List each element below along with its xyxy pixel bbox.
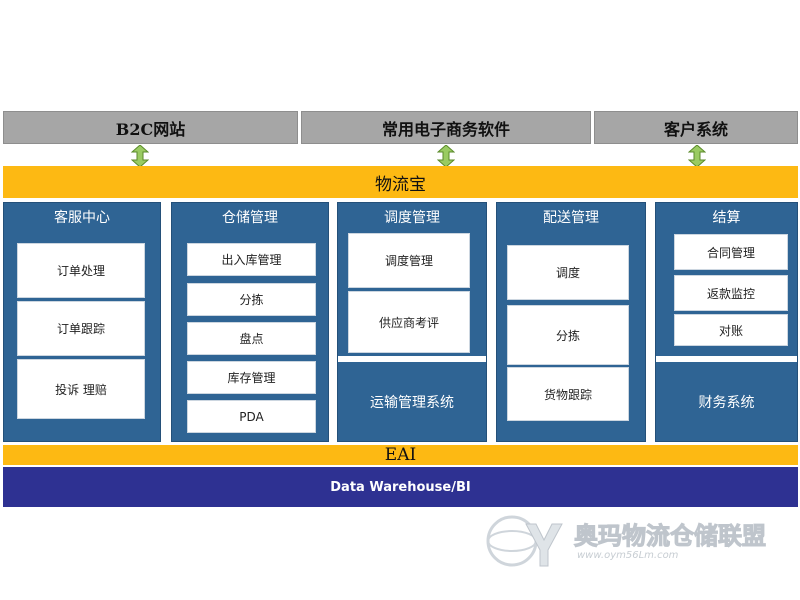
module-item: 订单处理: [17, 243, 145, 298]
module-item: 分拣: [187, 283, 316, 316]
module-title: 客服中心: [54, 210, 110, 226]
divider: [656, 356, 797, 362]
module-warehouse: 仓储管理 出入库管理 分拣 盘点 库存管理 PDA: [171, 202, 329, 442]
module-item: 订单跟踪: [17, 301, 145, 356]
module-item: 调度: [507, 245, 629, 300]
hub-bar: 物流宝: [3, 166, 798, 198]
module-settlement: 结算 合同管理 返款监控 对账 财务系统: [655, 202, 798, 442]
hub-label: 物流宝: [375, 174, 426, 195]
subsystem-transport: 运输管理系统: [370, 394, 454, 411]
module-customer-service: 客服中心 订单处理 订单跟踪 投诉 理赔: [3, 202, 161, 442]
data-warehouse-bar: Data Warehouse/BI: [3, 467, 798, 507]
system-label: B2C网站: [115, 119, 186, 139]
system-label: 常用电子商务软件: [381, 119, 510, 139]
module-item: 合同管理: [674, 234, 788, 270]
module-item: 调度管理: [348, 233, 470, 288]
double-arrow-icon: [437, 145, 455, 167]
module-item: 出入库管理: [187, 243, 316, 276]
module-item: 投诉 理赔: [17, 359, 145, 419]
module-title: 仓储管理: [222, 210, 278, 226]
data-warehouse-label: Data Warehouse/BI: [330, 479, 471, 495]
watermark-url: www.oym56Lm.com: [577, 550, 679, 561]
system-b2c-website: B2C网站: [3, 111, 298, 144]
module-item: 供应商考评: [348, 291, 470, 353]
system-customer: 客户系统: [594, 111, 798, 144]
module-dispatch: 调度管理 调度管理 供应商考评 运输管理系统: [337, 202, 487, 442]
module-item: 库存管理: [187, 361, 316, 394]
system-ecommerce-software: 常用电子商务软件: [301, 111, 591, 144]
module-item: 对账: [674, 314, 788, 346]
module-item: PDA: [187, 400, 316, 433]
module-item: 分拣: [507, 305, 629, 365]
watermark-name: 奥玛物流仓储联盟: [574, 522, 767, 551]
divider: [338, 356, 486, 362]
module-title: 调度管理: [384, 210, 440, 226]
module-item: 盘点: [187, 322, 316, 355]
module-delivery: 配送管理 调度 分拣 货物跟踪: [496, 202, 646, 442]
globe-logo-icon: [486, 515, 563, 567]
eai-bar: EAI: [3, 445, 798, 465]
module-title: 结算: [712, 210, 741, 226]
subsystem-finance: 财务系统: [698, 394, 755, 411]
double-arrow-icon: [131, 145, 149, 167]
module-item: 返款监控: [674, 275, 788, 311]
watermark-logo: 奥玛物流仓储联盟 www.oym56Lm.com: [482, 506, 800, 576]
module-title: 配送管理: [543, 210, 599, 226]
module-item: 货物跟踪: [507, 367, 629, 421]
double-arrow-icon: [688, 145, 706, 167]
system-label: 客户系统: [663, 119, 728, 139]
eai-label: EAI: [384, 445, 417, 465]
